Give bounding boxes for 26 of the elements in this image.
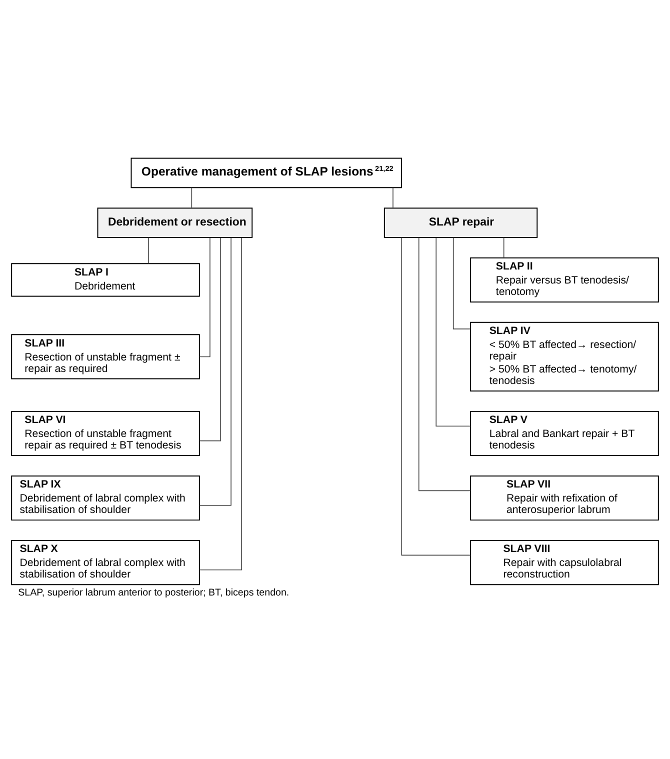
connector xyxy=(392,187,394,208)
connector xyxy=(418,236,471,491)
node-box: SLAP repair xyxy=(384,207,538,238)
connector xyxy=(148,236,149,264)
node-box: SLAP III Resection of unstable fragment ± repair as required xyxy=(11,334,200,379)
connector xyxy=(503,236,504,258)
connector xyxy=(199,236,210,357)
node-box: SLAP VIII Repair with capsulolabral reconstruction xyxy=(470,540,659,585)
node-box: Debridement or resection xyxy=(97,207,253,238)
node-box: SLAP IV < 50% BT affected→ resection/ repair > 50% BT affected→ tenotomy/ tenodesis xyxy=(470,321,659,392)
node-box: SLAP II Repair versus BT tenodesis/ tenotomy xyxy=(470,256,659,302)
connector xyxy=(199,236,232,506)
node-box: SLAP V Labral and Bankart repair + BT tenodesis xyxy=(470,410,659,456)
connector xyxy=(452,236,471,329)
node-box: Operative management of SLAP lesions$^{21,22}$ xyxy=(130,157,402,188)
node-box: SLAP I Debridement xyxy=(11,262,200,296)
connector xyxy=(401,236,471,556)
connector xyxy=(191,187,192,208)
caption: SLAP, superior labrum anterior to posterior; BT, biceps tendon. xyxy=(18,587,290,598)
node-box: SLAP VI Resection of unstable fragment repair as required ± BT tenodesis xyxy=(11,410,200,456)
node-box: SLAP VII Repair with refixation of anterosuperior labrum xyxy=(470,474,659,520)
connector xyxy=(436,236,471,426)
connector xyxy=(199,236,221,441)
node-box: SLAP IX Debridement of labral complex with stabilisation of shoulder xyxy=(11,474,200,520)
connector xyxy=(199,236,242,570)
node-box: SLAP X Debridement of labral complex with stabilisation of shoulder xyxy=(11,540,200,585)
